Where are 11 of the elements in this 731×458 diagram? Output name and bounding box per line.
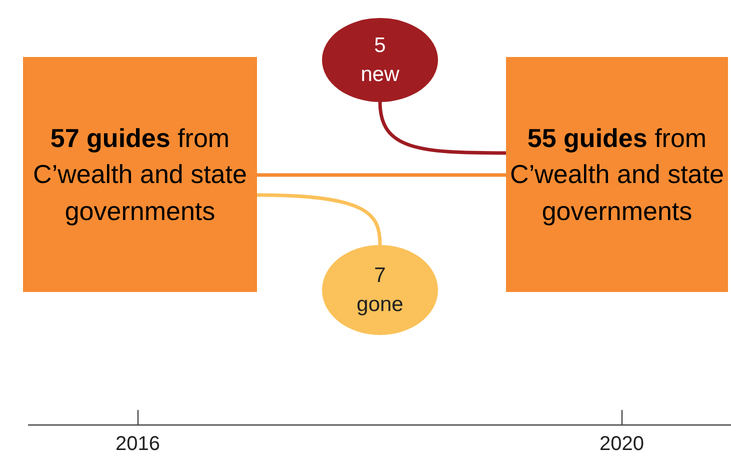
year-label: 2020 bbox=[600, 433, 644, 456]
node-text: 55 guides from C’wealth and state governments bbox=[509, 122, 725, 228]
connector-line bbox=[378, 102, 506, 155]
node-text: 7 gone bbox=[356, 262, 404, 318]
connector-line bbox=[257, 173, 506, 177]
year-label: 2016 bbox=[116, 433, 160, 456]
process-box bbox=[23, 57, 257, 292]
connector-line bbox=[256, 193, 382, 246]
node-text: 5 new bbox=[360, 32, 400, 88]
node-text: 57 guides from C’wealth and state governments bbox=[32, 122, 248, 228]
process-box bbox=[506, 57, 728, 292]
